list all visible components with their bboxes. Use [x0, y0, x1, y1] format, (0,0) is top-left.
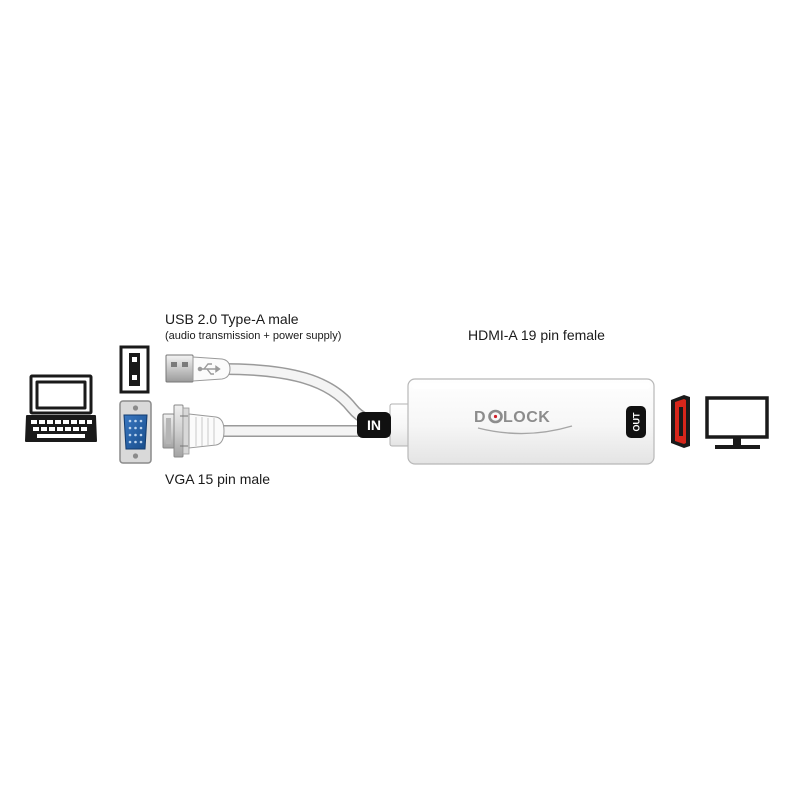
usb-connector-label: USB 2.0 Type-A male — [165, 311, 299, 327]
out-badge: OUT — [626, 406, 646, 438]
vga-connector-label: VGA 15 pin male — [165, 471, 271, 487]
usb-port-icon — [119, 345, 150, 394]
vga-grip-lines — [195, 417, 215, 446]
vga-pins — [128, 419, 143, 444]
in-badge: IN — [357, 412, 391, 438]
vga-plug — [162, 404, 225, 458]
usb-symbol-icon — [197, 363, 221, 375]
usb-connector-sublabel: (audio transmission + power supply) — [165, 330, 342, 342]
delock-logo: D LOCK — [474, 409, 573, 435]
adapter-body — [389, 378, 655, 465]
hdmi-connector-label: HDMI-A 19 pin female — [468, 327, 605, 343]
out-badge-label: OUT — [631, 412, 641, 432]
vga-port-icon — [119, 400, 152, 464]
svg-text:LOCK: LOCK — [503, 409, 550, 426]
hdmi-port-icon — [671, 395, 690, 448]
svg-text:D: D — [474, 409, 486, 426]
usb-plug — [165, 354, 231, 383]
in-badge-label: IN — [367, 417, 381, 433]
monitor-icon — [705, 396, 769, 449]
keyboard-keys — [31, 420, 92, 438]
laptop-icon — [25, 374, 97, 442]
